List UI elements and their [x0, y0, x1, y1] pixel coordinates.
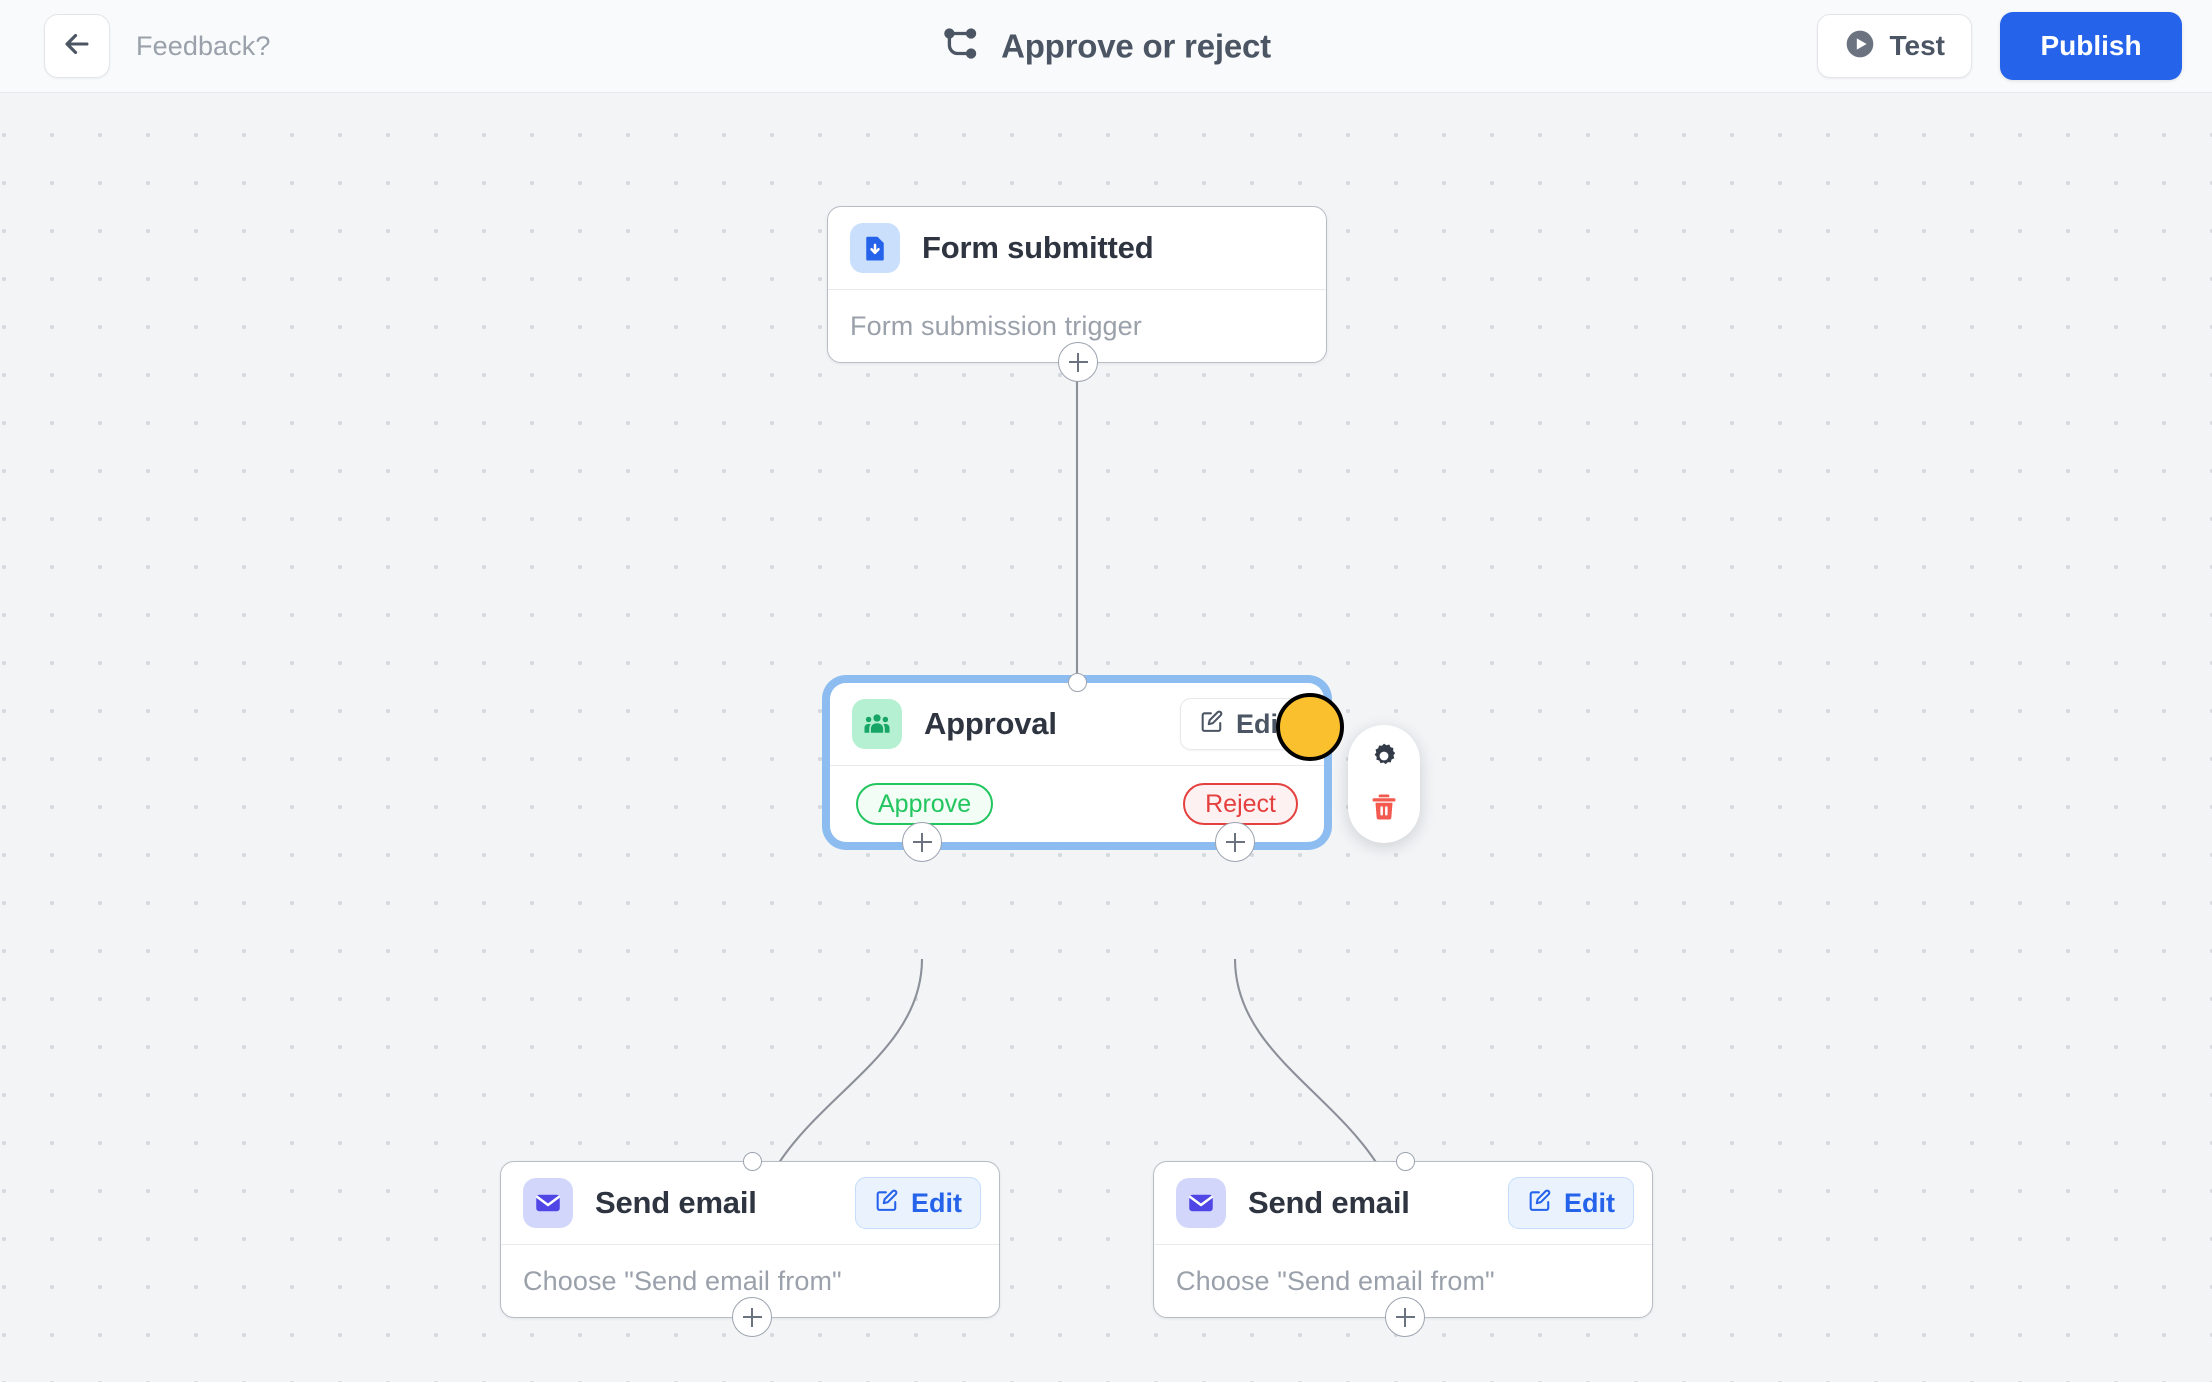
page-title: Approve or reject	[1001, 27, 1271, 64]
top-toolbar: Feedback? Approve or reject	[0, 0, 2212, 93]
node-delete-button[interactable]	[1359, 785, 1409, 835]
pencil-square-icon	[1527, 1188, 1553, 1219]
back-button[interactable]	[44, 14, 110, 78]
node-title: Form submitted	[922, 230, 1154, 265]
input-port[interactable]	[1068, 673, 1087, 692]
envelope-icon	[1176, 1178, 1226, 1228]
approval-node[interactable]: Approval Edit Approve Reject	[830, 673, 1324, 862]
branch-pill-approve[interactable]: Approve	[856, 783, 994, 825]
pencil-square-icon	[1199, 709, 1225, 740]
gear-icon	[1368, 740, 1400, 777]
play-circle-icon	[1844, 28, 1876, 65]
node-title: Send email	[595, 1185, 757, 1220]
form-download-icon	[850, 223, 900, 273]
node-header: Send email Edit	[1154, 1162, 1652, 1244]
branch-pill-reject[interactable]: Reject	[1183, 783, 1298, 825]
input-port[interactable]	[743, 1152, 762, 1171]
send-email-reject-node[interactable]: Send email Edit Choose "Send email from"	[1153, 1152, 1653, 1337]
form-submitted-node[interactable]: Form submitted Form submission trigger	[827, 206, 1327, 382]
test-button-label: Test	[1889, 30, 1946, 61]
edit-button[interactable]: Edit	[1508, 1177, 1634, 1229]
people-group-icon	[852, 699, 902, 749]
input-port[interactable]	[1396, 1152, 1415, 1171]
arrow-left-icon	[60, 27, 94, 66]
publish-button[interactable]: Publish	[2000, 12, 2182, 80]
edit-button-label: Edit	[1236, 708, 1287, 739]
node-body: Form submission trigger	[828, 290, 1326, 362]
add-step-button[interactable]	[732, 1297, 772, 1337]
send-email-approve-node[interactable]: Send email Edit Choose "Send email from"	[500, 1152, 1000, 1337]
feedback-link[interactable]: Feedback?	[136, 30, 271, 61]
toolbar-right-group: Test Publish	[1816, 12, 2182, 80]
trash-icon	[1368, 791, 1400, 828]
node-settings-button[interactable]	[1359, 734, 1409, 784]
workflow-canvas[interactable]: Form submitted Form submission trigger	[0, 93, 2212, 1382]
workflow-title-group: Approve or reject	[941, 24, 1271, 69]
node-body: Choose "Send email from"	[1154, 1245, 1652, 1317]
node-header: Send email Edit	[501, 1162, 999, 1244]
test-button[interactable]: Test	[1816, 14, 1972, 78]
add-step-button-reject[interactable]	[1215, 822, 1255, 862]
envelope-icon	[523, 1178, 573, 1228]
node-divider	[828, 289, 1326, 290]
toolbar-left-group: Feedback?	[44, 14, 271, 78]
node-body: Choose "Send email from"	[501, 1245, 999, 1317]
add-step-button-approve[interactable]	[902, 822, 942, 862]
node-subtitle: Choose "Send email from"	[523, 1265, 842, 1296]
pencil-square-icon	[874, 1188, 900, 1219]
node-actions-toolbar	[1348, 725, 1420, 843]
add-step-button[interactable]	[1385, 1297, 1425, 1337]
workflow-branch-icon	[941, 24, 981, 69]
node-subtitle: Choose "Send email from"	[1176, 1265, 1495, 1296]
add-step-button[interactable]	[1058, 342, 1098, 382]
edit-button[interactable]: Edit	[855, 1177, 981, 1229]
node-header: Approval Edit	[830, 683, 1324, 765]
edit-button-label: Edit	[911, 1187, 962, 1218]
node-subtitle: Form submission trigger	[850, 310, 1142, 341]
edit-button[interactable]: Edit	[1180, 698, 1306, 750]
node-title: Send email	[1248, 1185, 1410, 1220]
node-header: Form submitted	[828, 207, 1326, 289]
publish-button-label: Publish	[2040, 30, 2142, 61]
node-title: Approval	[924, 706, 1057, 741]
edit-button-label: Edit	[1564, 1187, 1615, 1218]
